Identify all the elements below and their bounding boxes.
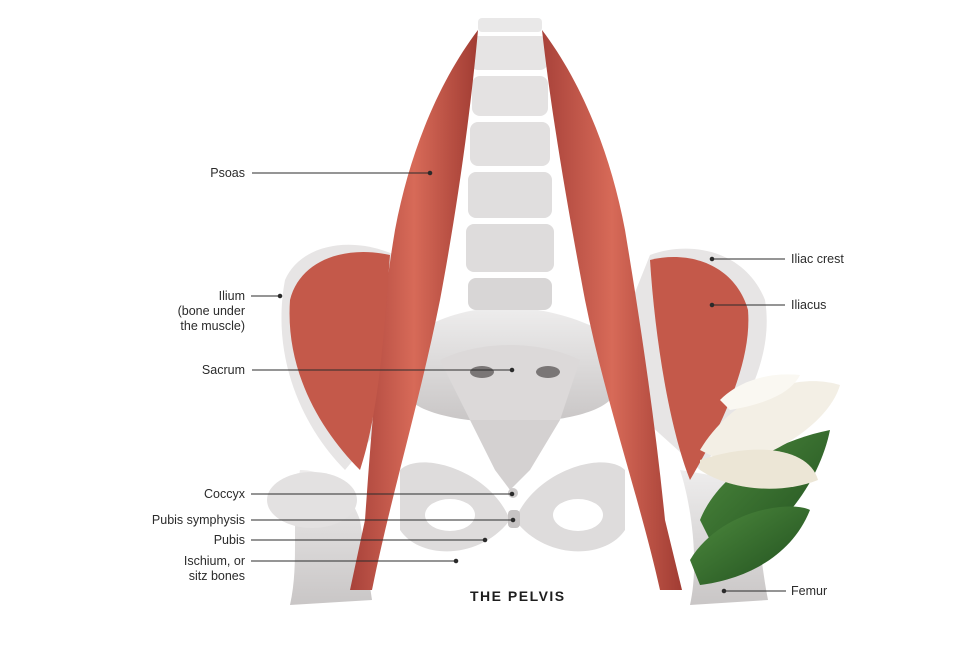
- left-iliacus: [289, 252, 390, 470]
- label-pubis-symphysis: Pubis symphysis: [151, 513, 245, 527]
- label-ischium: Ischium, or sitz bones: [183, 554, 245, 583]
- right-psoas: [542, 30, 682, 590]
- label-femur: Femur: [791, 584, 828, 598]
- leader-lines: [251, 170, 786, 594]
- label-sacrum: Sacrum: [201, 363, 245, 377]
- label-psoas: Psoas: [210, 166, 245, 180]
- right-iliacus: [650, 257, 749, 480]
- label-iliac-crest: Iliac crest: [791, 252, 844, 266]
- label-iliacus: Iliacus: [791, 298, 827, 312]
- left-femur: [267, 470, 372, 605]
- label-ilium: Ilium (bone under the muscle): [177, 289, 245, 333]
- magnolia-decoration: [690, 374, 840, 585]
- label-pubis: Pubis: [213, 533, 245, 547]
- pelvic-bones: [400, 307, 625, 552]
- left-psoas: [350, 30, 478, 590]
- lumbar-spine: [466, 18, 554, 310]
- label-coccyx: Coccyx: [204, 487, 245, 501]
- figure-title: THE PELVIS: [470, 588, 566, 604]
